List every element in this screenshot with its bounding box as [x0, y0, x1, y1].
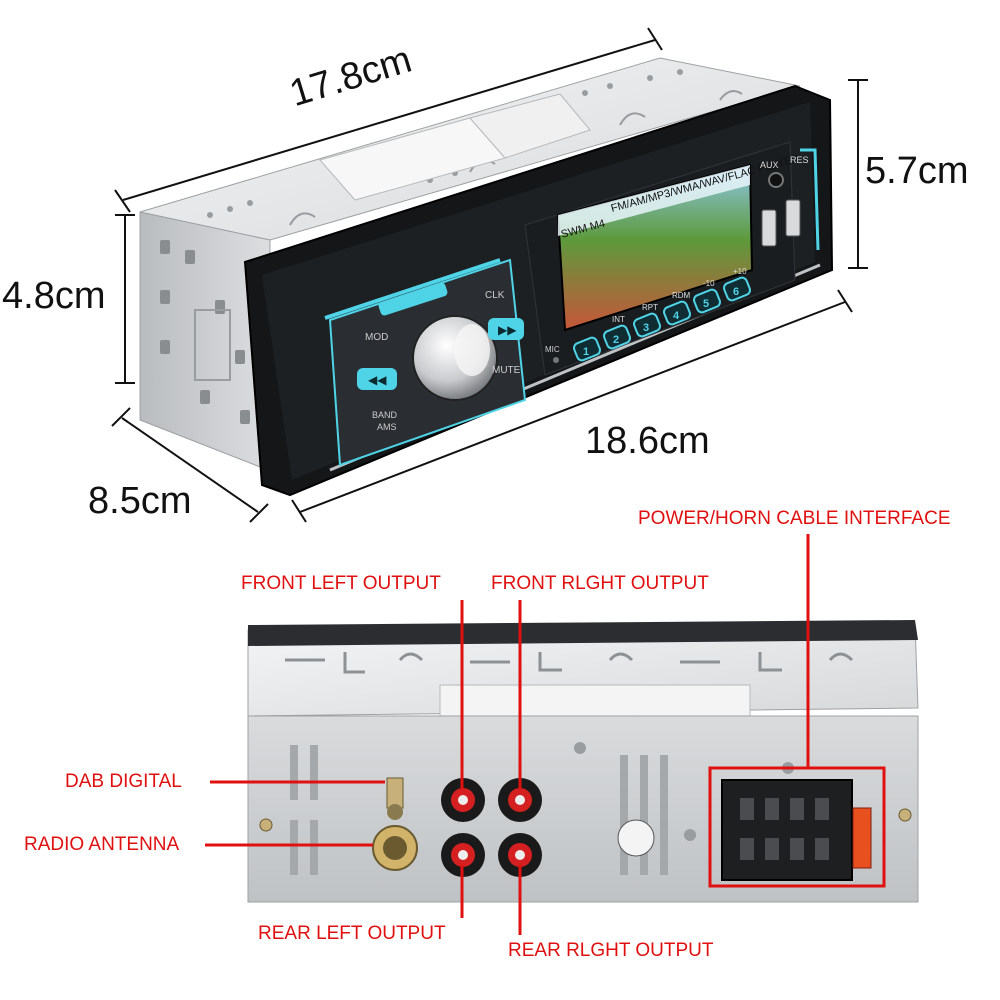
callout-lines — [205, 534, 810, 935]
band-label: BAND — [372, 410, 398, 420]
qc-pass-sticker — [617, 819, 655, 857]
preset-number-3: 3 — [643, 322, 649, 334]
dab-callout: DAB DIGITAL — [65, 771, 182, 792]
front-width-dimension: 18.6cm — [585, 420, 710, 462]
preset-label-rdm: RDM — [672, 291, 691, 300]
dab-connector[interactable] — [386, 777, 404, 809]
preset-button-1[interactable] — [573, 336, 602, 362]
usb-port-2[interactable] — [785, 199, 801, 237]
depth-dimension: 8.5cm — [88, 480, 192, 522]
usb-port-1[interactable] — [761, 209, 777, 247]
front-right-callout: FRONT RLGHT OUTPUT — [491, 573, 709, 594]
aux-port[interactable] — [768, 172, 784, 188]
next-button[interactable] — [488, 318, 524, 340]
power-horn-connector[interactable] — [721, 779, 853, 881]
res-label: RES — [790, 155, 809, 165]
aux-label: AUX — [760, 160, 779, 170]
preset-label-minus10: -10 — [703, 279, 715, 288]
svg-text:◀◀: ◀◀ — [368, 373, 387, 387]
ams-label: AMS — [377, 422, 397, 432]
mode-label: MOD — [365, 332, 388, 343]
preset-button-6[interactable] — [723, 276, 752, 302]
preset-number-2: 2 — [613, 334, 619, 346]
mic-label: MIC — [545, 345, 560, 354]
preset-button-5[interactable] — [693, 288, 722, 314]
power-horn-callout: POWER/HORN CABLE INTERFACE — [638, 508, 951, 529]
rca-outputs — [441, 778, 542, 877]
svg-text:▶▶: ▶▶ — [498, 323, 517, 337]
preset-button-2[interactable] — [603, 324, 632, 350]
preset-button-3[interactable] — [633, 312, 662, 338]
fuse — [852, 807, 872, 869]
preset-number-6: 6 — [733, 286, 739, 298]
front-view-unit: ▶▶ ◀◀ — [139, 57, 834, 497]
preset-label-int: INT — [612, 315, 625, 324]
preset-number-5: 5 — [703, 298, 709, 310]
connector-highlight-box — [708, 766, 886, 888]
rear-right-callout: REAR RLGHT OUTPUT — [508, 940, 714, 961]
radio-antenna-callout: RADIO ANTENNA — [24, 834, 180, 855]
rear-left-callout: REAR LEFT OUTPUT — [258, 923, 446, 944]
front-left-callout: FRONT LEFT OUTPUT — [241, 573, 441, 594]
rear-view-unit — [247, 620, 919, 903]
preset-number-4: 4 — [673, 310, 680, 322]
preset-label-rpt: RPT — [642, 303, 658, 312]
preset-number-1: 1 — [583, 346, 589, 358]
mic-hole — [553, 357, 559, 363]
prev-button[interactable] — [357, 368, 397, 390]
mute-label: MUTE — [492, 365, 521, 376]
height-right-dimension: 5.7cm — [865, 150, 969, 192]
dimension-lines — [111, 27, 868, 523]
height-left-dimension: 4.8cm — [2, 275, 106, 317]
preset-label-plus10: +10 — [733, 267, 747, 276]
preset-button-4[interactable] — [663, 300, 692, 326]
preset-buttons — [573, 276, 752, 362]
clk-label: CLK — [485, 290, 505, 301]
